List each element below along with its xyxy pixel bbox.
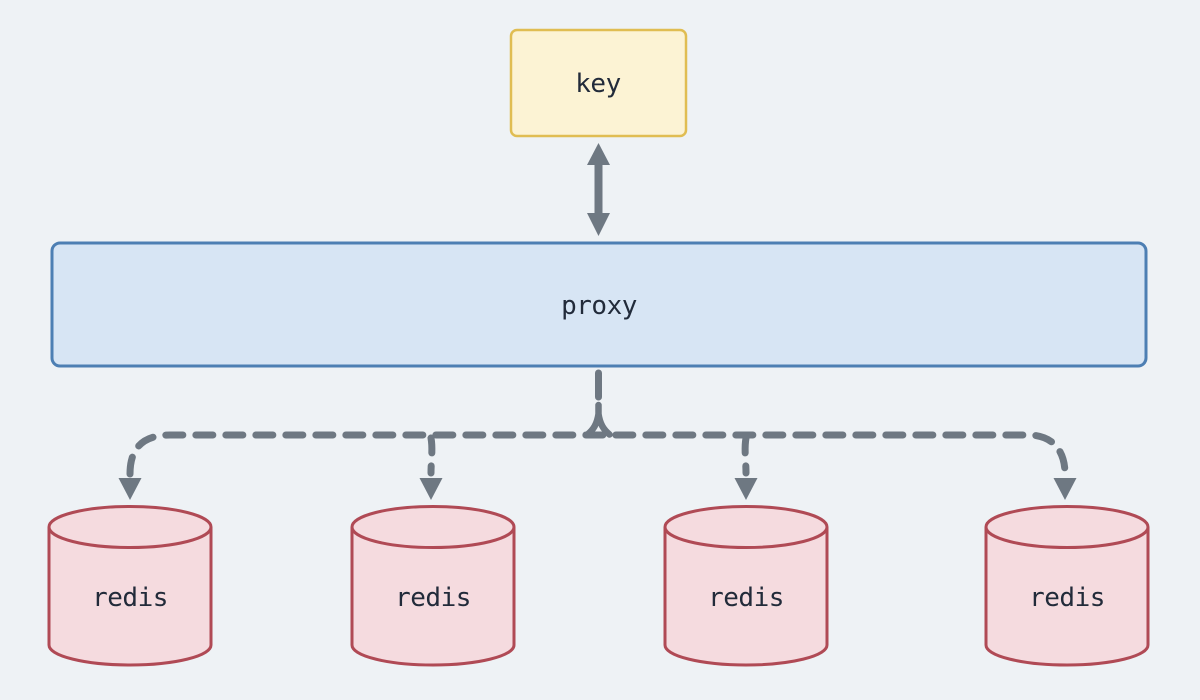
redis-cylinder-body bbox=[663, 527, 829, 667]
redis-label: redis bbox=[92, 583, 168, 613]
drop-arrow-head-1 bbox=[118, 478, 142, 500]
dashed-drop-3 bbox=[741, 434, 750, 477]
drop-arrow-head-3 bbox=[734, 478, 758, 500]
redis-label: redis bbox=[1029, 583, 1105, 613]
redis-node-3: redis bbox=[663, 505, 829, 667]
redis-cylinder-top bbox=[47, 505, 213, 549]
proxy-redis-connectors bbox=[118, 369, 1077, 500]
drop-arrow-head-4 bbox=[1053, 478, 1077, 500]
redis-cylinder-body bbox=[47, 527, 213, 667]
redis-cylinder-top bbox=[350, 505, 516, 549]
key-node: key bbox=[509, 28, 688, 138]
redis-cylinder-top bbox=[663, 505, 829, 549]
redis-node-1: redis bbox=[47, 505, 213, 667]
proxy-label: proxy bbox=[561, 291, 637, 321]
proxy-box bbox=[50, 241, 1148, 368]
drop-arrow-head-2 bbox=[419, 478, 443, 500]
double-arrow-head-down bbox=[587, 213, 610, 236]
key-proxy-double-arrow-icon bbox=[587, 143, 610, 236]
redis-cylinder-body bbox=[350, 527, 516, 667]
key-box bbox=[509, 28, 688, 138]
redis-label: redis bbox=[395, 583, 471, 613]
redis-cylinder-top bbox=[984, 505, 1150, 549]
redis-label: redis bbox=[708, 583, 784, 613]
double-arrow-head-up bbox=[587, 143, 610, 165]
proxy-node: proxy bbox=[50, 241, 1148, 368]
redis-cylinder-body bbox=[984, 527, 1150, 667]
dashed-bus-line bbox=[126, 431, 1069, 478]
dashed-drop-2 bbox=[427, 434, 436, 477]
redis-node-2: redis bbox=[350, 505, 516, 667]
redis-node-4: redis bbox=[984, 505, 1150, 667]
key-label: key bbox=[575, 69, 620, 99]
